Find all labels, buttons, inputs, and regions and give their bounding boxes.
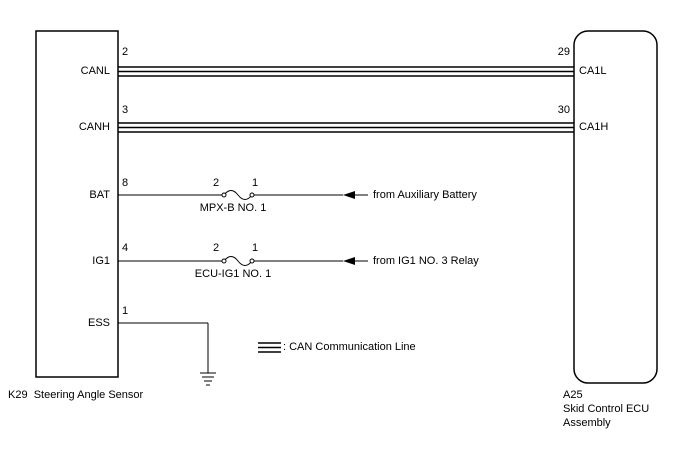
fuse-ecu-ig1-pin-right: 1 <box>252 242 259 254</box>
left-component-label: K29 Steering Angle Sensor <box>8 389 143 402</box>
legend-label: : CAN Communication Line <box>283 341 416 353</box>
source-ig1-relay: from IG1 NO. 3 Relay <box>373 255 479 267</box>
pin-number-canl: 2 <box>122 46 129 58</box>
steering-angle-sensor-box <box>35 30 119 378</box>
right-component-name-line2: Assembly <box>563 417 611 429</box>
fuse-mpx-b-label: MPX-B NO. 1 <box>199 202 267 214</box>
left-component-id: K29 <box>8 389 28 401</box>
pin-name-canh: CANH <box>78 121 110 133</box>
pin-number-bat: 8 <box>122 177 129 189</box>
right-component-id: A25 <box>563 389 583 401</box>
fuse-ecu-ig1-label: ECU-IG1 NO. 1 <box>194 268 272 280</box>
pin-number-ig1: 4 <box>122 242 129 254</box>
pin-name-ig1: IG1 <box>92 255 110 267</box>
skid-control-ecu-box <box>573 30 658 384</box>
pin-name-canl: CANL <box>80 65 110 77</box>
mpx-b-fuse-icon <box>223 190 253 200</box>
ess-ground <box>118 322 216 386</box>
pin-number-ca1l: 29 <box>557 46 570 58</box>
right-component-name-line1: Skid Control ECU <box>563 403 650 415</box>
pin-number-ess: 1 <box>122 305 129 317</box>
fuse-ecu-ig1-pin-left: 2 <box>213 242 220 254</box>
fuse-mpx-b-pin-left: 2 <box>213 177 220 189</box>
pin-name-ess: ESS <box>87 317 110 329</box>
pin-name-ca1h: CA1H <box>579 121 609 133</box>
ecu-ig1-fuse-icon <box>223 256 253 266</box>
pin-name-ca1l: CA1L <box>579 65 607 77</box>
ig1-wire <box>118 256 343 266</box>
ig1-arrow-icon <box>343 257 355 265</box>
fuse-mpx-b-pin-right: 1 <box>252 177 259 189</box>
bat-arrow-icon <box>343 191 355 199</box>
left-component-name: Steering Angle Sensor <box>33 389 144 401</box>
pin-number-ca1h: 30 <box>557 104 570 116</box>
canl-line <box>118 66 574 77</box>
bat-wire <box>118 190 343 200</box>
source-auxiliary-battery: from Auxiliary Battery <box>373 189 477 201</box>
pin-number-canh: 3 <box>122 104 129 116</box>
canh-line <box>118 122 574 133</box>
can-line-legend-icon <box>258 342 281 353</box>
pin-name-bat: BAT <box>89 189 110 201</box>
